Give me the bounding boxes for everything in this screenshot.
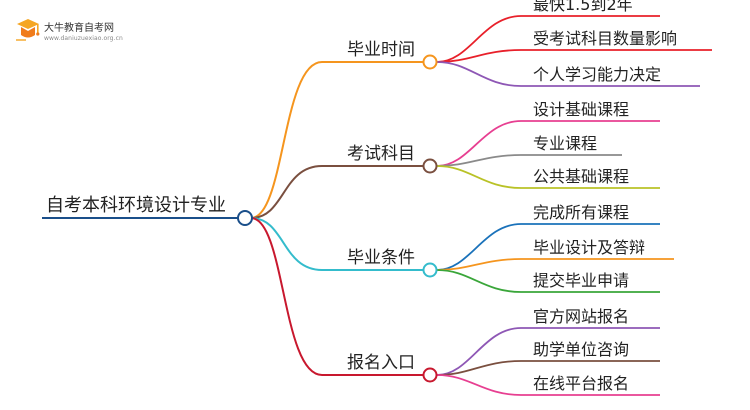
- child-label-1-2: 受考试科目数量影响: [533, 29, 677, 48]
- child-label-3-3: 提交毕业申请: [533, 271, 629, 290]
- branch-node-4: [422, 367, 438, 383]
- root-label: 自考本科环境设计专业: [46, 195, 226, 216]
- child-label-2-1: 设计基础课程: [533, 100, 629, 119]
- child-connector-1-3: [436, 61, 522, 87]
- child-connector-4-2: [436, 360, 522, 376]
- child-label-4-1: 官方网站报名: [533, 307, 629, 326]
- graduation-cap-icon: [16, 19, 40, 41]
- root-node: [237, 210, 253, 226]
- branch-connector-3: [250, 217, 323, 271]
- branch-node-3: [422, 262, 438, 278]
- child-connector-3-2: [436, 258, 522, 271]
- child-label-3-2: 毕业设计及答辩: [533, 238, 645, 257]
- branch-connector-4: [250, 217, 323, 376]
- child-label-1-1: 最快1.5到2年: [533, 0, 633, 14]
- logo-url: www.daniuzuexiao.org.cn: [44, 35, 123, 42]
- child-connector-3-3: [436, 269, 522, 293]
- branch-node-1: [422, 54, 438, 70]
- child-connector-4-3: [436, 374, 522, 396]
- branch-label-4: 报名入口: [347, 353, 415, 373]
- branch-connector-1: [250, 61, 323, 219]
- child-label-1-3: 个人学习能力决定: [533, 65, 661, 84]
- child-connector-1-2: [436, 49, 522, 63]
- child-label-2-3: 公共基础课程: [533, 167, 629, 186]
- branch-label-3: 毕业条件: [347, 248, 415, 268]
- child-connector-1-1: [436, 15, 522, 63]
- branch-label-1: 毕业时间: [347, 40, 415, 60]
- branch-label-2: 考试科目: [347, 144, 415, 164]
- child-label-2-2: 专业课程: [533, 134, 597, 153]
- branch-connector-2: [250, 165, 323, 219]
- child-label-4-2: 助学单位咨询: [533, 340, 629, 359]
- child-connector-2-1: [436, 120, 522, 167]
- child-connector-2-2: [436, 154, 522, 167]
- child-label-4-3: 在线平台报名: [533, 374, 629, 393]
- logo-title: 大牛教育自考网: [44, 23, 114, 34]
- child-connector-2-3: [436, 165, 522, 189]
- child-connector-3-1: [436, 223, 522, 271]
- logo: 大牛教育自考网 www.daniuzuexiao.org.cn: [14, 16, 174, 52]
- branch-node-2: [422, 158, 438, 174]
- child-label-3-1: 完成所有课程: [533, 203, 629, 222]
- child-connector-4-1: [436, 327, 522, 376]
